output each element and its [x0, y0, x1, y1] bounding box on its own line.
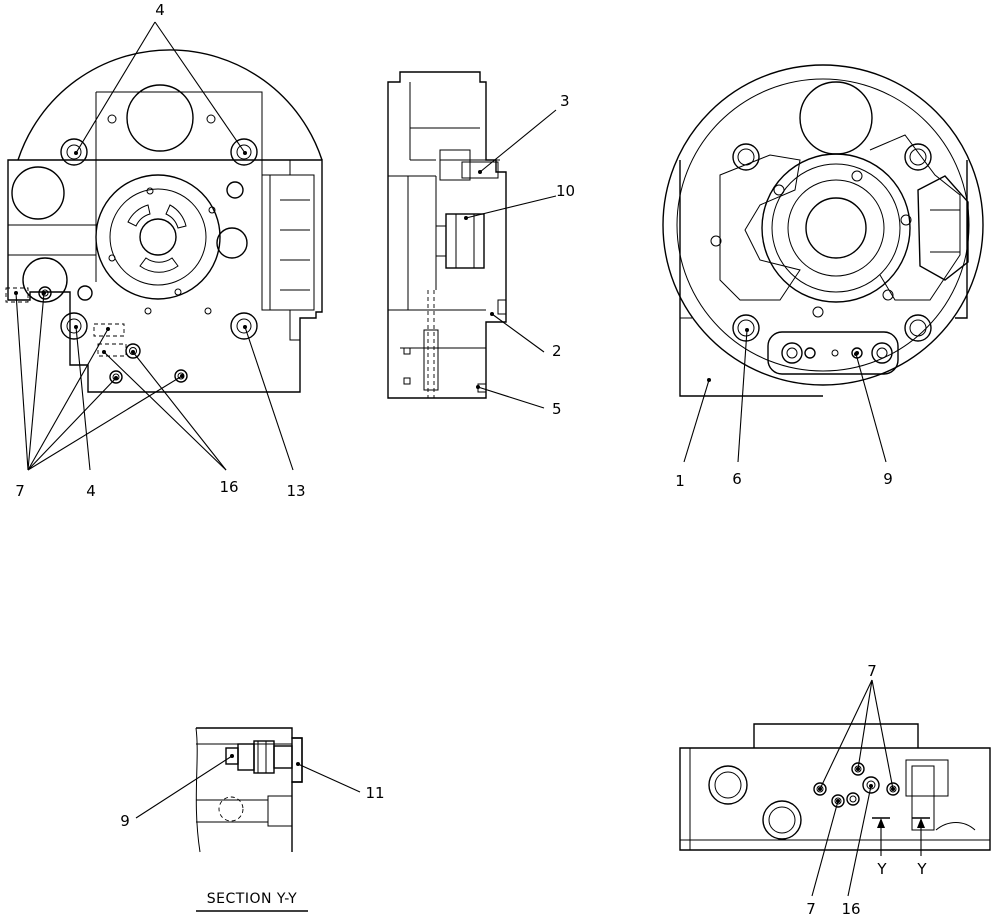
- callout-bottom-7-top: 7: [867, 662, 877, 680]
- view-bottom-housing: [679, 723, 991, 851]
- view-bottom-leaders: [811, 679, 925, 897]
- callout-16: 16: [219, 478, 238, 496]
- callout-2: 2: [552, 342, 562, 360]
- view-rear-leaders: [683, 328, 887, 463]
- view-front-housing: [5, 49, 323, 393]
- section-title: SECTION Y-Y: [207, 891, 297, 907]
- label-y-right: Y: [916, 860, 927, 878]
- callout-bottom-7: 7: [806, 900, 816, 918]
- callout-5: 5: [552, 400, 562, 418]
- callout-9: 9: [883, 470, 893, 488]
- callout-1: 1: [675, 472, 685, 490]
- callout-3: 3: [560, 92, 570, 110]
- callout-section-11: 11: [365, 784, 384, 802]
- view-front-leaders: [14, 21, 294, 471]
- callout-6: 6: [732, 470, 742, 488]
- view-rear-housing: [662, 64, 984, 397]
- view-side-housing: [387, 71, 507, 399]
- callout-13: 13: [286, 482, 305, 500]
- callout-section-9: 9: [120, 812, 130, 830]
- view-section-y-y: [195, 727, 303, 853]
- callout-10: 10: [556, 182, 575, 200]
- callout-bottom-16: 16: [841, 900, 860, 918]
- callout-7: 7: [15, 482, 25, 500]
- view-section-leaders: [135, 754, 361, 819]
- label-y-left: Y: [876, 860, 887, 878]
- callout-4-top: 4: [155, 1, 165, 19]
- view-side-leaders: [464, 109, 557, 409]
- callout-4: 4: [86, 482, 96, 500]
